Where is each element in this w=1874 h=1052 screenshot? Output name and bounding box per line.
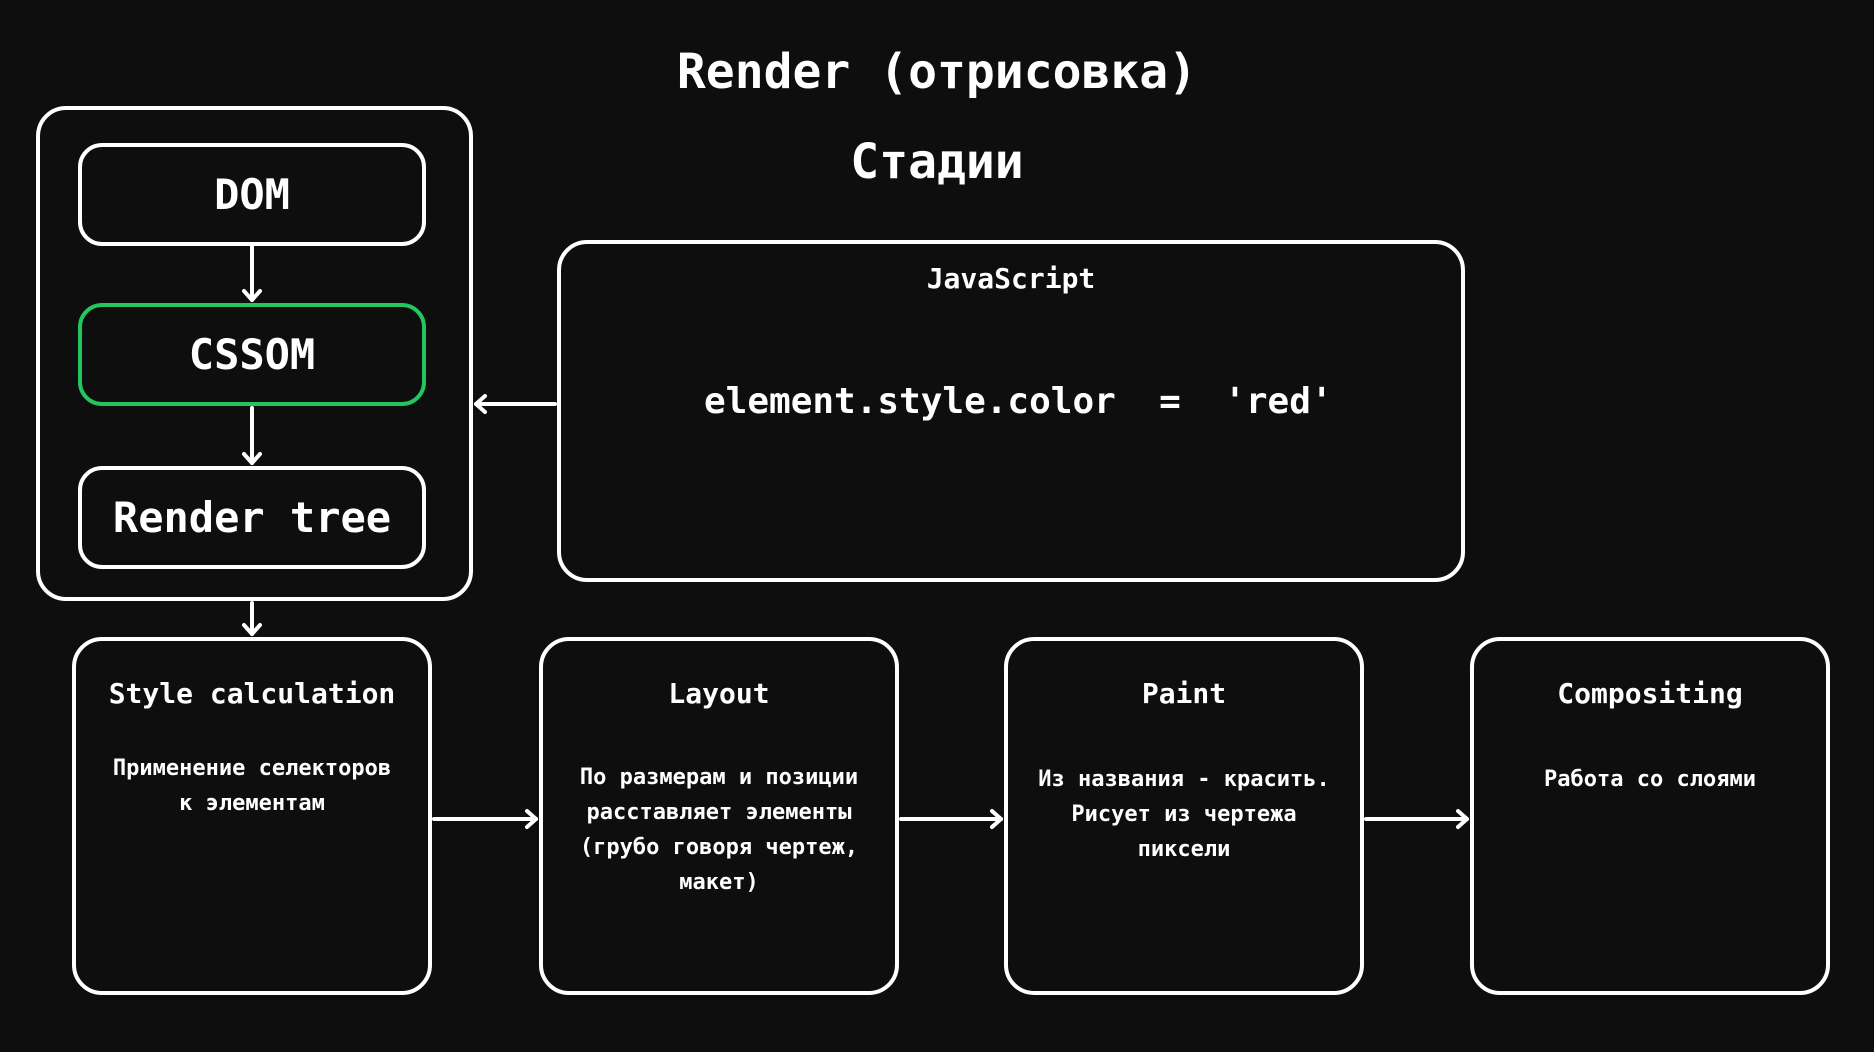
stage-description: Работа со слоями [1484,762,1816,797]
arrow-javascript-to-render-group [474,394,557,414]
diagram-subtitle: Стадии [850,134,1024,190]
render-tree-group [36,106,473,601]
render-tree-label: Render tree [112,493,392,542]
diagram-title: Render (отрисовка) [676,44,1198,100]
dom-node: DOM [78,143,426,246]
stage-desc-line: По размерам и позиции [579,765,859,790]
stage-desc-line: Из названия - красить. [1038,767,1330,792]
stage-style-calculation: Style calculation Применение селекторов … [72,637,432,995]
stage-description: По размерам и позиции расставляет элемен… [553,760,885,900]
dom-label: DOM [214,170,290,219]
stage-title: Layout [668,677,770,710]
stage-desc-line: пиксели [1137,837,1231,862]
arrow-layout-to-paint [899,809,1003,829]
stage-desc-line: расставляет элементы [586,800,852,825]
stage-description: Применение селекторов к элементам [86,751,418,821]
render-tree-node: Render tree [78,466,426,569]
stage-desc-line: к элементам [179,791,325,816]
cssom-label: CSSOM [188,330,316,379]
stage-description: Из названия - красить. Рисует из чертежа… [1018,762,1350,867]
stage-desc-line: Работа со слоями [1544,767,1756,792]
stage-title: Compositing [1557,677,1743,710]
stage-desc-line: Применение селекторов [112,756,392,781]
stage-title: Style calculation [108,677,396,710]
stage-desc-line: (грубо говоря чертеж, [579,835,859,860]
javascript-code: element.style.color = 'red' [704,381,1333,422]
stage-compositing: Compositing Работа со слоями [1470,637,1830,995]
stage-layout: Layout По размерам и позиции расставляет… [539,637,899,995]
javascript-box [557,240,1465,582]
stage-paint: Paint Из названия - красить. Рисует из ч… [1004,637,1364,995]
arrow-style-to-layout [432,809,538,829]
javascript-header: JavaScript [926,262,1096,295]
arrow-paint-to-compositing [1364,809,1469,829]
cssom-node: CSSOM [78,303,426,406]
arrow-group-to-style-calculation [242,601,262,636]
stage-title: Paint [1141,677,1227,710]
stage-desc-line: макет) [679,870,759,895]
stage-desc-line: Рисует из чертежа [1071,802,1297,827]
